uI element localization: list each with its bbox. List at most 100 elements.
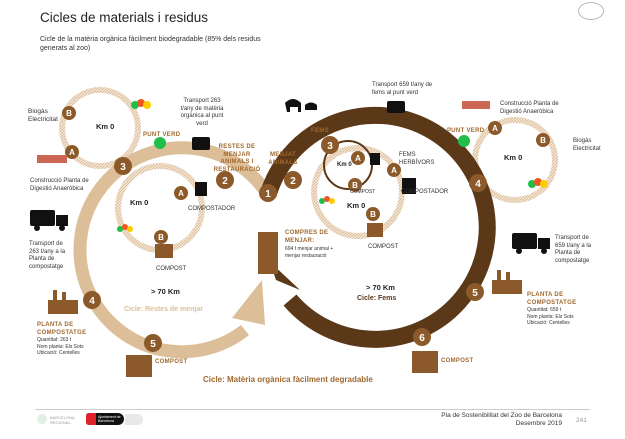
badge-a: A [492, 124, 498, 133]
footer-date: Desembre 2019 [515, 420, 562, 427]
planta-location: Ubicació: Centelles [37, 350, 80, 356]
left-ring-arrowhead [232, 280, 265, 325]
badge-right-6: 6 [419, 333, 425, 344]
menjat-animals-label: MENJAT ANIMALS [268, 152, 298, 166]
planta-title: PLANTA DE COMPOSTATGE [527, 292, 577, 306]
badge-right-2: 2 [290, 176, 296, 187]
compostador-label: COMPOSTADOR [188, 206, 236, 212]
biogas-label-left: Biogàs Electricitat [28, 108, 58, 123]
compost-label: COMPOST [368, 244, 399, 250]
badge-circle [366, 207, 380, 221]
km0-label: Km 0 [130, 198, 149, 207]
badge-circle [329, 198, 335, 204]
km0-label: Km 0 [96, 122, 115, 131]
barcelona-regional-logo-icon [37, 414, 47, 424]
badge-circle [259, 184, 277, 202]
badge-b: B [66, 109, 72, 118]
transport-659-punt-verd: Transport 659 t/any de fems al punt verd [372, 82, 433, 96]
planta-name: Nom planta: Els Sots [527, 313, 574, 320]
badge-left-5: 5 [150, 339, 156, 350]
diagram-shape [195, 182, 207, 196]
diagram-shape [402, 178, 416, 194]
badge-circle [488, 121, 502, 135]
diagram-shape [462, 101, 490, 109]
construccio-label-left: Construcció Planta de Digestió Anaeròbic… [30, 178, 89, 192]
planta-info-right: PLANTA DE COMPOSTATGE Quantitat: 659 t N… [527, 292, 607, 327]
biogas-label-right: Biogàs Electricitat [573, 138, 601, 152]
badge-circle [321, 136, 339, 154]
badge-b: B [158, 233, 164, 242]
diagram-shape [62, 106, 550, 352]
badge-circle [348, 178, 362, 192]
restes-label: RESTES DE MENJAR ANIMALS I RESTAURACIÓ [213, 144, 261, 173]
diagram-shape [37, 155, 67, 163]
badge-circle [216, 171, 234, 189]
transport-263-punt-verd: Transport 263 t/any de matèria orgànica … [180, 98, 224, 127]
badge-circle [536, 133, 550, 147]
badge-right-4: 4 [475, 179, 481, 190]
badge-circle [114, 157, 132, 175]
footer-text: Pla de Sostenibilitat del Zoo de Barcelo… [400, 412, 562, 428]
diagram-shape [492, 280, 522, 294]
diagram-shape [305, 102, 317, 110]
truck-icons [30, 99, 550, 254]
badge-circle [174, 186, 188, 200]
punt-verd-label-left: PUNT VERD [143, 132, 181, 138]
km0-small-label: Km 0 [337, 162, 352, 168]
punt-verd-dot-left [154, 137, 166, 149]
compost-small-label: COMPOST [350, 189, 376, 195]
km0-label: Km 0 [504, 153, 523, 162]
badge-circle [65, 145, 79, 159]
cycle-restes-label: Cicle: Restes de menjar [124, 306, 203, 313]
badge-circle [144, 334, 162, 352]
planta-qty: Quantitat: 659 t [527, 307, 562, 313]
diagram-shape [285, 99, 301, 112]
distance-label: > 70 Km [366, 283, 395, 292]
ajuntament-logo-text: Ajuntament de Barcelona [98, 415, 121, 423]
compost-label: COMPOST [441, 358, 474, 364]
badge-circle [127, 226, 133, 232]
badge-1: 1 [265, 189, 271, 200]
compost-label: COMPOST [155, 359, 188, 365]
diagram-shape [258, 232, 278, 274]
badge-a: A [178, 189, 184, 198]
page-title: Cicles de materials i residus [40, 10, 209, 25]
badge-circle [466, 283, 484, 301]
badge-circle [413, 328, 431, 346]
badge-a: A [355, 154, 361, 163]
left-big-ring [73, 141, 274, 359]
badge-circle [143, 101, 151, 109]
diagram-shape [126, 355, 152, 377]
barcelona-regional-logo: BARCELONA REGIONAL [50, 415, 75, 425]
badge-circle [284, 171, 302, 189]
compost-box-icons [48, 223, 522, 377]
diagram-shape [412, 351, 438, 373]
left-top-ring [59, 87, 141, 169]
badge-circle [83, 291, 101, 309]
recycle-icon [578, 2, 604, 20]
diagram-shape [155, 244, 173, 258]
badge-circle [117, 226, 123, 232]
diagram-shape [506, 272, 510, 282]
badge-circle [319, 198, 325, 204]
planta-name: Nom planta: Els Sots [37, 343, 84, 350]
badge-circle [34, 225, 40, 231]
punt-verd-label-right: PUNT VERD [447, 128, 485, 134]
diagram-shape [387, 101, 405, 113]
badge-right-5: 5 [472, 288, 478, 299]
footer-divider [35, 409, 590, 410]
diagram-shape [538, 238, 550, 249]
badge-a: A [391, 166, 397, 175]
diagram-shape [30, 210, 55, 226]
badge-circle [122, 224, 128, 230]
punt-verd-dot-right [458, 135, 470, 147]
transport-263-planta: Transport de 263 t/any a la Planta de co… [29, 241, 66, 270]
planta-location: Ubicació: Centelles [527, 320, 570, 326]
km0-label: Km 0 [347, 201, 366, 210]
diagram-shape: 1 2 3 4 5 2 3 4 5 6 [89, 141, 481, 350]
badge-b: B [352, 181, 358, 190]
ajuntament-logo-red [86, 413, 96, 425]
diagram-shape [370, 153, 380, 165]
